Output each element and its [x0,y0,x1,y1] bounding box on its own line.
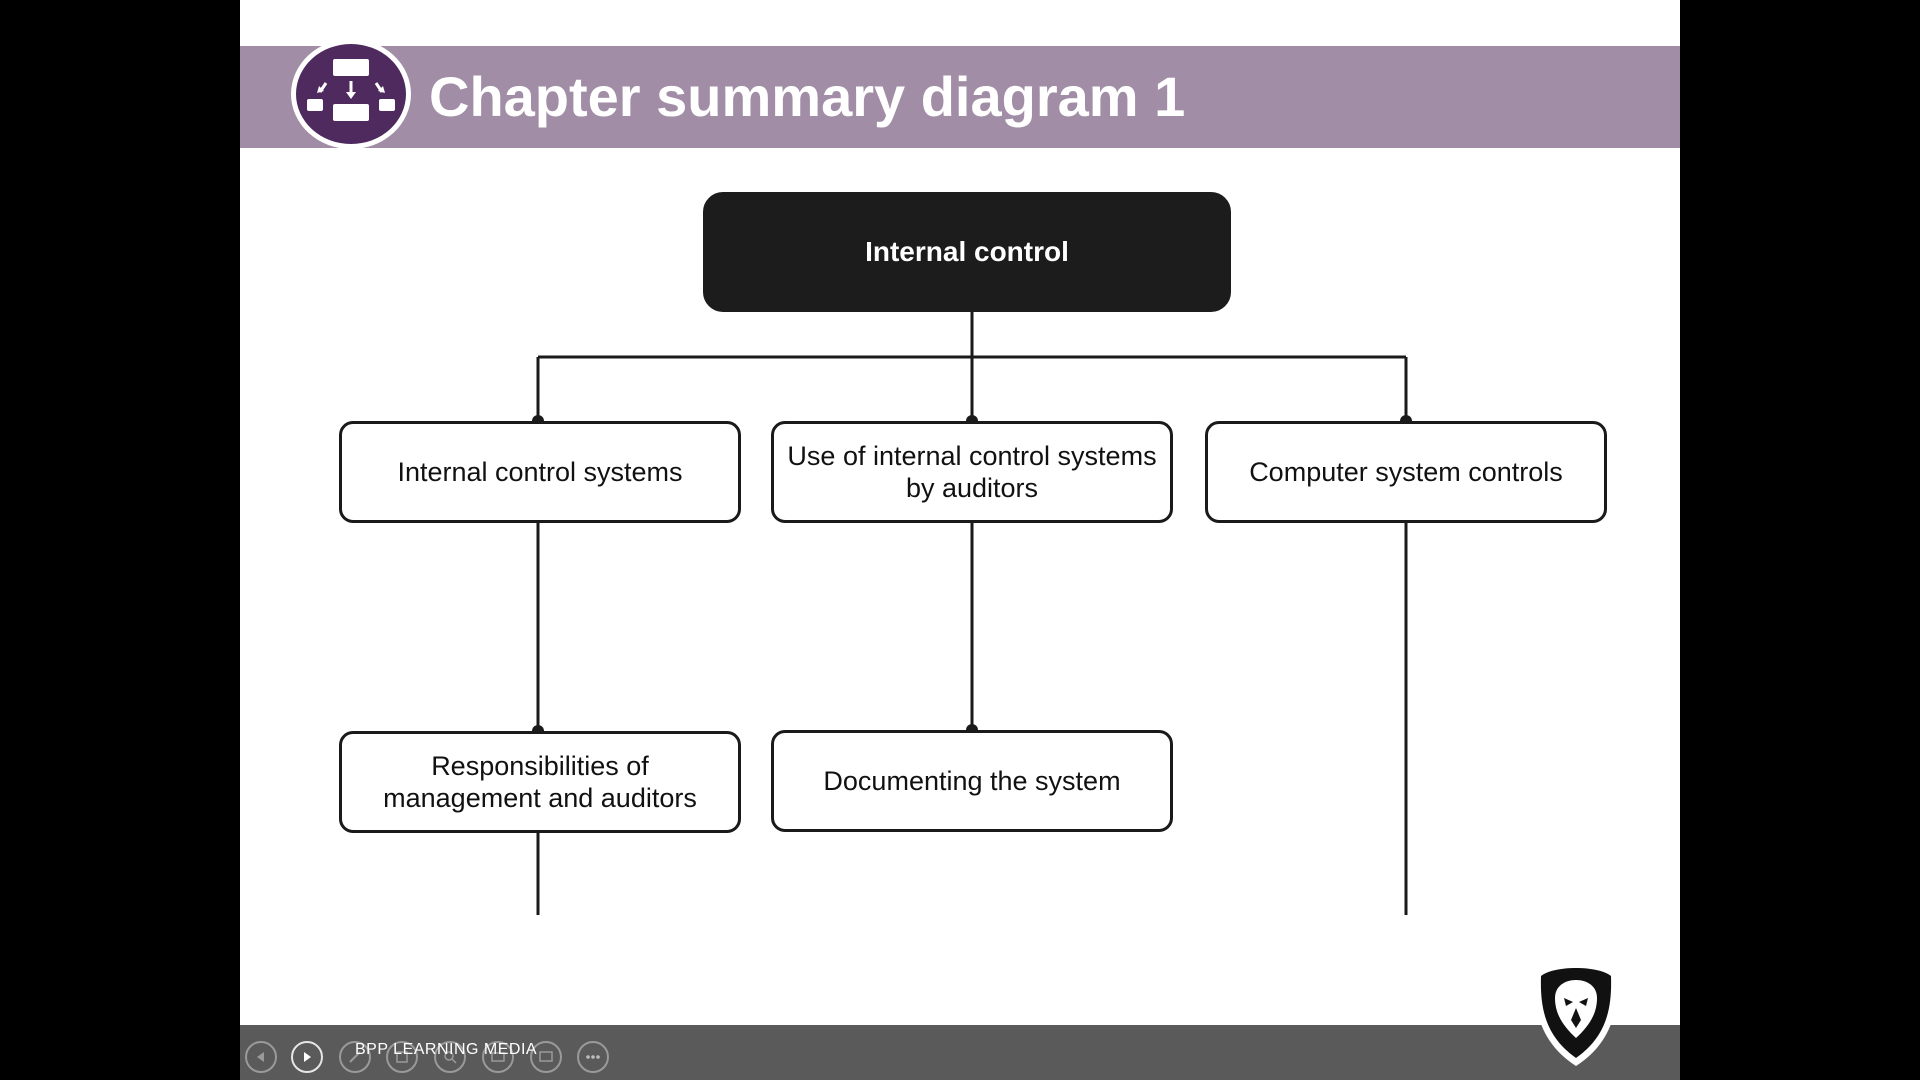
node-documenting-the-system: Documenting the system [771,730,1173,832]
node-internal-control: Internal control [703,192,1231,312]
subtitles-icon [491,1052,505,1062]
pen-icon [349,1051,361,1063]
more-options-icon [586,1055,600,1059]
slides-grid-icon [396,1051,408,1063]
previous-slide-icon [257,1052,264,1062]
play-button[interactable] [291,1041,323,1073]
node-use-by-auditors: Use of internal control systems by audit… [771,421,1173,523]
subtitles-button[interactable] [482,1041,514,1073]
hierarchy-diagram-icon [291,39,411,149]
connector-lines [532,312,1412,915]
node-computer-system-controls: Computer system controls [1205,421,1607,523]
zoom-icon [444,1051,457,1064]
more-options-button[interactable] [577,1041,609,1073]
presentation-control-bar [240,1025,1680,1080]
title-bar [240,46,1680,148]
footer-brand-text: BPP LEARNING MEDIA [355,1041,538,1058]
page-title: Chapter summary diagram 1 [429,65,1186,128]
pen-button[interactable] [339,1041,371,1073]
previous-slide-button[interactable] [245,1041,277,1073]
slide: Chapter summary diagram 1 Internal contr… [240,0,1680,1080]
slides-grid-button[interactable] [386,1041,418,1073]
node-responsibilities: Responsibilities of management and audit… [339,731,741,833]
screen-icon [539,1051,553,1062]
node-internal-control-systems: Internal control systems [339,421,741,523]
play-icon [304,1052,311,1062]
zoom-button[interactable] [434,1041,466,1073]
screen-button[interactable] [530,1041,562,1073]
lion-shield-logo [1534,962,1618,1066]
